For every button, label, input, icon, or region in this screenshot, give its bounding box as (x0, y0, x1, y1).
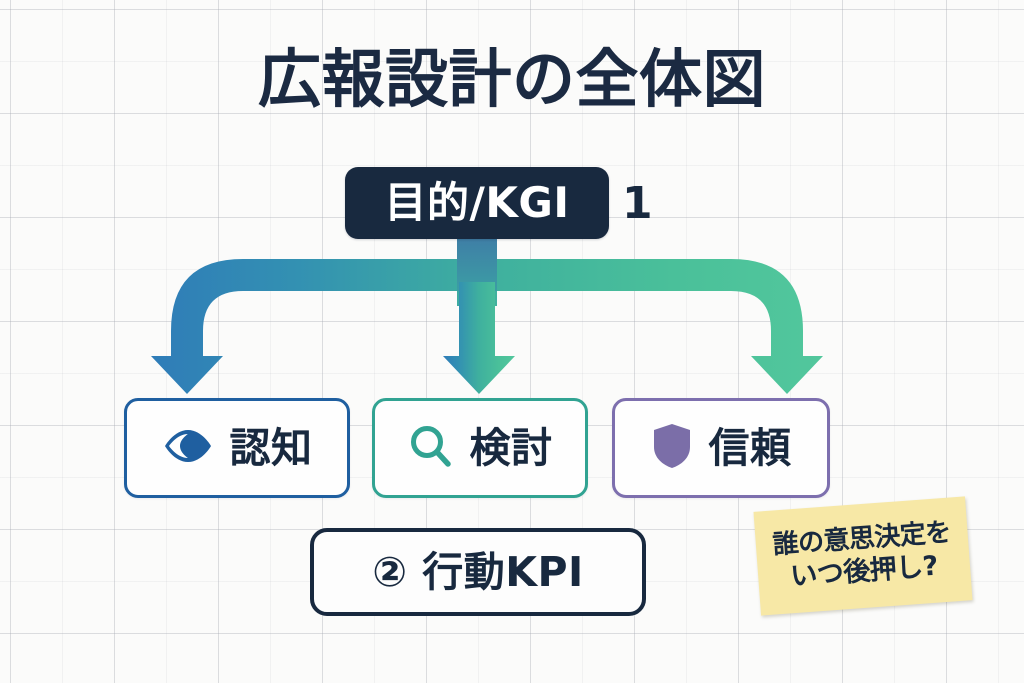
stage-box-trust[interactable]: 信頼 (612, 398, 830, 498)
sticky-note-question[interactable]: 誰の意思決定を いつ後押し? (753, 496, 973, 616)
stage-label-awareness: 認知 (229, 423, 313, 472)
kpi-box-action[interactable]: ② 行動KPI (310, 528, 646, 616)
root-node-label: 目的/KGI (384, 178, 570, 227)
stage-box-consideration[interactable]: 検討 (372, 398, 588, 498)
stage-box-awareness[interactable]: 認知 (124, 398, 350, 498)
root-node-badge: 1 (622, 178, 653, 229)
shield-icon (651, 422, 693, 474)
search-icon (408, 423, 454, 473)
page-title: 広報設計の全体図 (258, 43, 766, 116)
eye-icon (162, 426, 214, 470)
kpi-box-label: ② 行動KPI (372, 547, 584, 596)
stage-label-trust: 信頼 (708, 423, 792, 472)
root-node-purpose-kgi[interactable]: 目的/KGI (345, 167, 609, 239)
stage-label-consideration: 検討 (469, 423, 553, 472)
